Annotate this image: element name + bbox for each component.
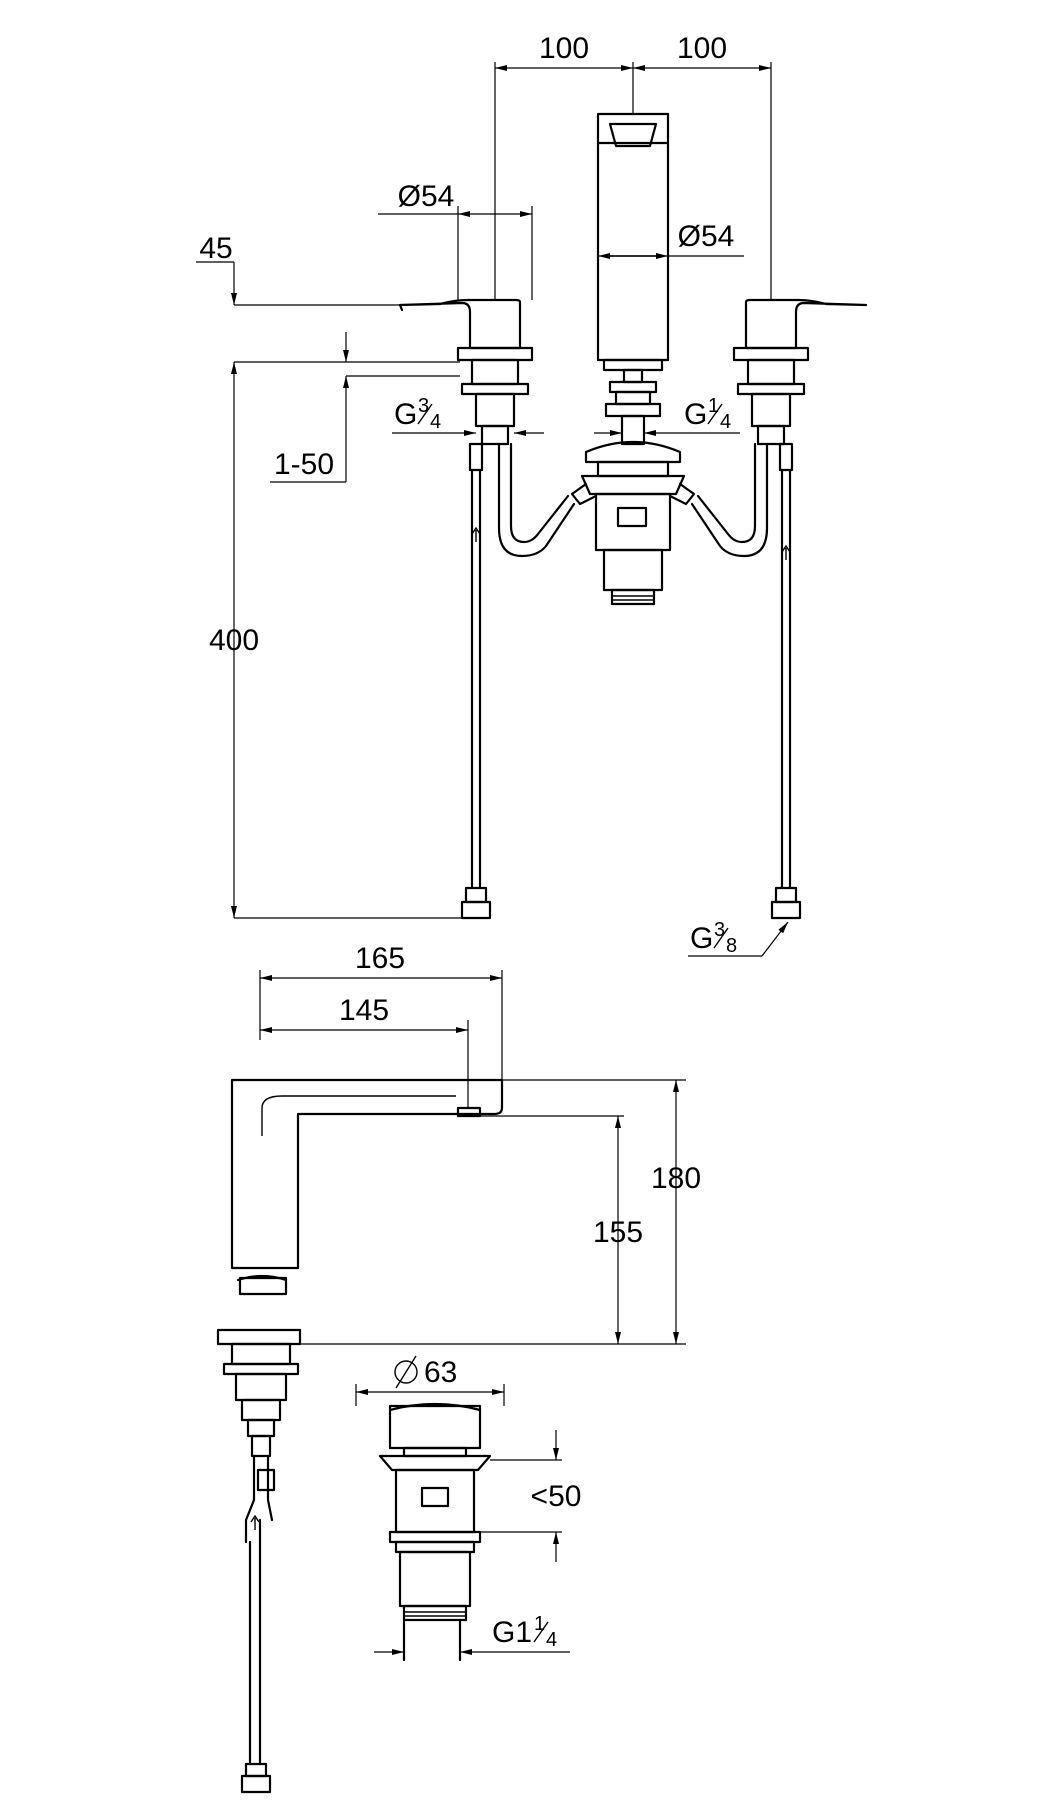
side-fittings <box>222 1362 300 1794</box>
dimension-deck-thickness: 1-50 <box>270 332 460 483</box>
thread-hot-cold-den: 4 <box>430 411 441 433</box>
spout-body <box>596 112 670 384</box>
right-supply-hose <box>770 442 802 920</box>
thread-popup-base: G <box>684 398 707 431</box>
thread-hose: G 3 8 <box>688 919 789 957</box>
popup-rod <box>604 380 662 446</box>
dimension-total-height: 400 <box>209 362 462 919</box>
thread-popup: G 1 4 <box>594 395 740 436</box>
dimension-handle-diameter: Ø54 <box>378 180 533 300</box>
dim-spacing-right: 100 <box>677 32 727 65</box>
thread-hot-cold-base: G <box>394 398 417 431</box>
dim-waste-diameter: 63 <box>424 1356 457 1389</box>
dim-handle-diameter: Ø54 <box>398 180 455 213</box>
mixer-body <box>570 440 696 606</box>
left-supply-hose <box>460 442 492 920</box>
front-view: 100 100 Ø54 Ø54 45 <box>196 32 868 957</box>
dim-spout-diameter: Ø54 <box>678 220 735 253</box>
right-handle <box>732 298 868 446</box>
side-view: 165 145 180 155 <box>216 942 701 1794</box>
left-hose-to-mixer <box>497 442 576 558</box>
left-handle <box>398 298 534 446</box>
dim-deck-thickness: 1-50 <box>274 448 334 481</box>
dimension-spout-diameter: Ø54 <box>598 220 744 259</box>
waste-valve-view: 63 <50 G1 1 4 <box>355 1355 581 1662</box>
dimension-height: 180 <box>300 1079 701 1345</box>
thread-waste-num: 1 <box>534 1613 545 1635</box>
dimension-spacing: 100 100 <box>494 32 772 300</box>
thread-popup-num: 1 <box>708 395 719 417</box>
dimension-offset-top: 45 <box>196 232 460 363</box>
dimension-waste-stroke: <50 <box>480 1430 581 1562</box>
thread-hot-cold-num: 3 <box>418 395 429 417</box>
dim-height: 180 <box>651 1162 701 1195</box>
dimension-reach: 165 <box>259 942 503 1080</box>
thread-popup-den: 4 <box>720 411 731 433</box>
dim-offset-top: 45 <box>199 232 232 265</box>
dim-outlet-reach: 145 <box>339 994 389 1027</box>
dim-reach: 165 <box>355 942 405 975</box>
thread-waste: G1 1 4 <box>374 1613 570 1655</box>
dimension-outlet-reach: 145 <box>259 994 469 1108</box>
thread-hose-den: 8 <box>726 935 737 957</box>
dim-waste-stroke: <50 <box>531 1480 582 1513</box>
thread-waste-den: 4 <box>546 1629 557 1651</box>
right-hose-to-mixer <box>690 442 769 558</box>
thread-waste-base: G1 <box>492 1616 532 1649</box>
thread-hose-num: 3 <box>714 919 725 941</box>
dim-spacing-left: 100 <box>539 32 589 65</box>
dim-outlet-height: 155 <box>593 1216 643 1249</box>
dimension-outlet-height: 155 <box>480 1115 643 1344</box>
dim-total-height: 400 <box>209 624 259 657</box>
thread-hot-cold: G 3 4 <box>392 395 544 436</box>
thread-hose-base: G <box>690 922 713 955</box>
dimension-waste-diameter: 63 <box>355 1355 505 1406</box>
side-spout <box>216 1078 504 1366</box>
